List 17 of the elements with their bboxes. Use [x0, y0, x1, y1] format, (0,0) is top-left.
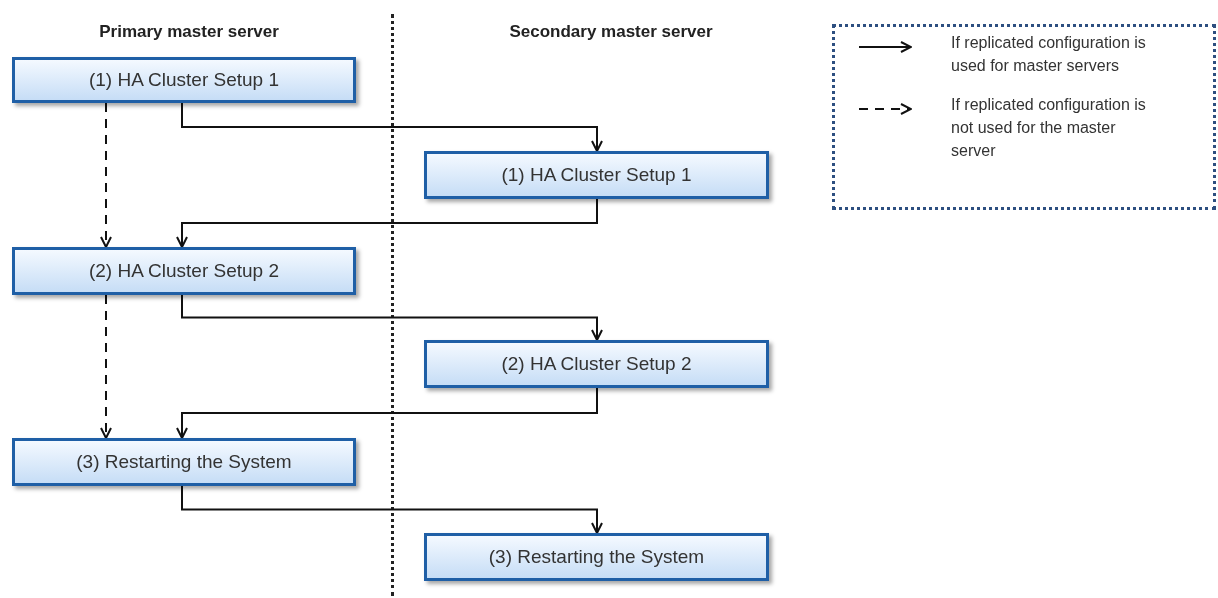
process-box: (3) Restarting the System — [424, 533, 769, 581]
arrow — [181, 485, 603, 534]
process-box: (1) HA Cluster Setup 1 — [424, 151, 769, 199]
arrow — [181, 102, 603, 152]
arrow — [100, 294, 112, 439]
arrow — [100, 102, 112, 248]
process-box: (2) HA Cluster Setup 2 — [424, 340, 769, 388]
arrow — [176, 387, 598, 439]
column-heading: Primary master server — [99, 22, 279, 42]
arrow — [181, 294, 603, 341]
legend-text: If replicated configuration is not used for the master server — [951, 95, 1147, 161]
column-heading: Secondary master server — [509, 22, 713, 42]
process-box: (2) HA Cluster Setup 2 — [12, 247, 356, 295]
arrow — [176, 198, 598, 248]
legend-text: If replicated configuration is used for master servers — [951, 33, 1147, 76]
process-box: (3) Restarting the System — [12, 438, 356, 486]
process-box: (1) HA Cluster Setup 1 — [12, 57, 356, 103]
